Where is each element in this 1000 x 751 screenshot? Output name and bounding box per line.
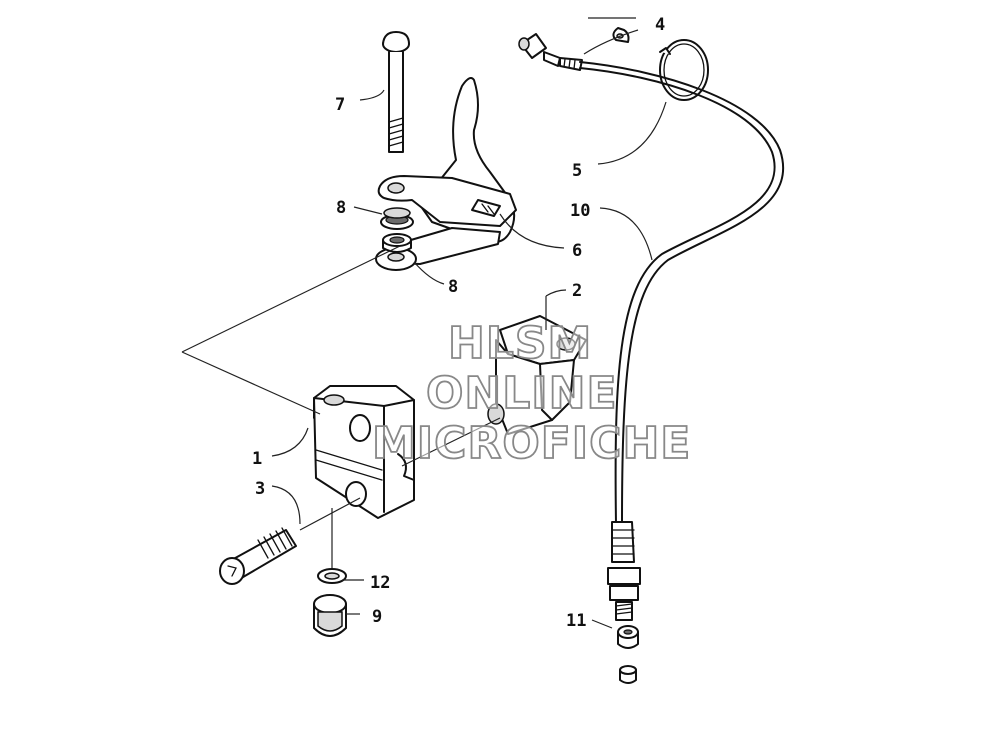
callout-9: 9 xyxy=(372,607,382,627)
watermark-line-1: HLSM xyxy=(447,317,593,370)
callout-1: 1 xyxy=(252,449,262,469)
callout-4: 4 xyxy=(655,15,665,35)
part-3-cap-screw xyxy=(219,527,297,585)
part-4-clip xyxy=(612,27,630,43)
callout-5: 5 xyxy=(572,161,582,181)
callout-8-upper: 8 xyxy=(336,198,346,218)
cable-end-bushing xyxy=(619,665,637,684)
part-11-nut xyxy=(617,625,639,649)
callout-10: 10 xyxy=(570,201,590,221)
part-6-throttle-lever xyxy=(375,77,517,271)
callout-11: 11 xyxy=(566,611,586,631)
watermark-line-2: ONLINE xyxy=(425,367,618,420)
callout-6: 6 xyxy=(572,241,582,261)
callouts: 1 2 3 4 5 6 7 8 8 9 10 11 12 xyxy=(252,15,665,631)
callout-12: 12 xyxy=(370,573,390,593)
callout-8-lower: 8 xyxy=(448,277,458,297)
part-1-mounting-block xyxy=(313,385,415,519)
assembly-lines xyxy=(181,17,667,629)
part-12-washer xyxy=(317,568,347,584)
callout-2: 2 xyxy=(572,281,582,301)
callout-3: 3 xyxy=(255,479,265,499)
part-9-cap-nut xyxy=(313,594,347,637)
callout-7: 7 xyxy=(335,95,345,115)
part-7-bolt xyxy=(382,31,410,153)
part-8-bushing-lower xyxy=(382,233,412,253)
part-5-retaining-ring xyxy=(659,39,709,101)
part-8-bushing-upper xyxy=(380,207,414,230)
part-2-clamp xyxy=(487,315,587,435)
watermark-line-3: MICROFICHE xyxy=(371,417,692,470)
